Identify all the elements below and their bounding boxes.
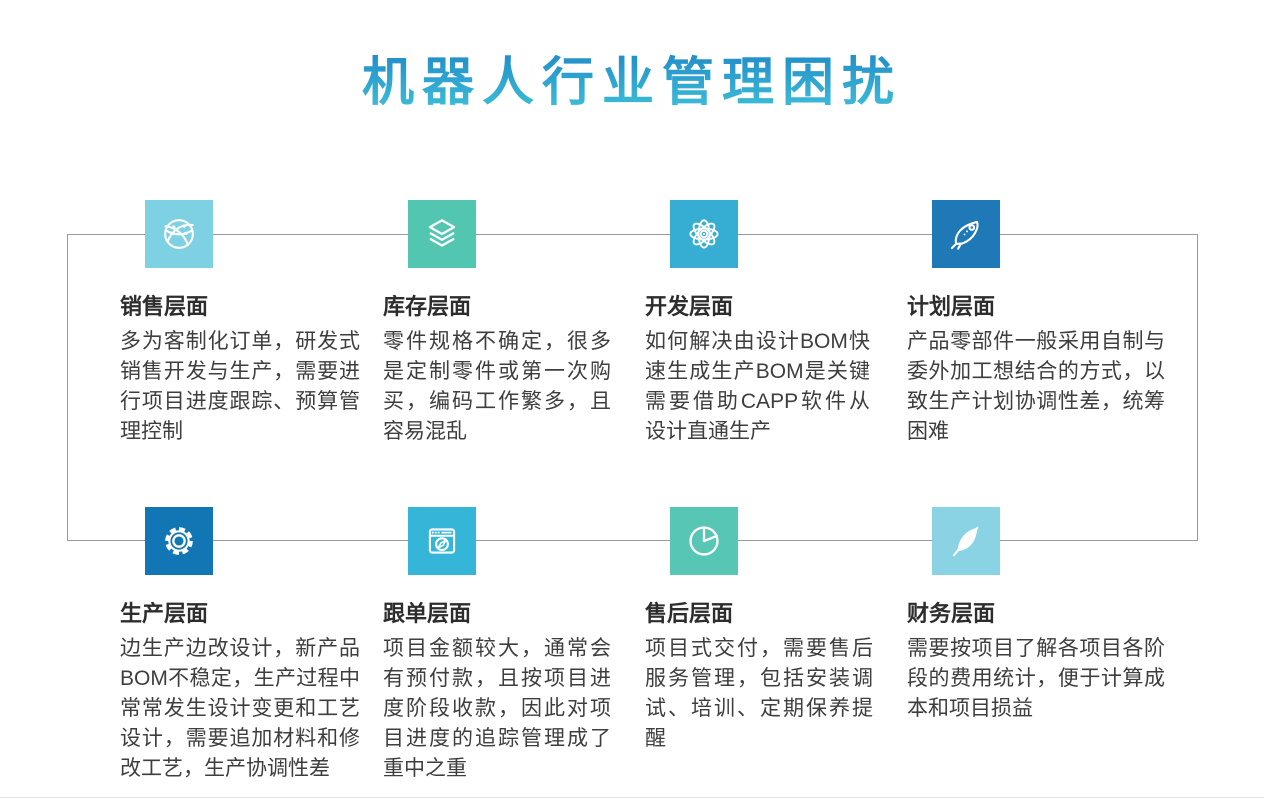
card-title: 生产层面 bbox=[120, 601, 209, 626]
rocket-icon bbox=[945, 213, 987, 255]
layers-icon bbox=[421, 213, 463, 255]
card-description: 项目金额较大，通常会有预付款，且按项目进度阶段收款，因此对项目进度的追踪管理成了… bbox=[383, 637, 611, 780]
problem-card-development: 开发层面 如何解决由设计BOM快速生成生产BOM是关键需要借助CAPP软件从设计… bbox=[645, 200, 908, 447]
icon-box bbox=[145, 507, 213, 575]
problem-card-order-tracking: 跟单层面 项目金额较大，通常会有预付款，且按项目进度阶段收款，因此对项目进度的追… bbox=[383, 507, 646, 784]
card-description: 多为客制化订单，研发式销售开发与生产，需要进行项目进度跟踪、预算管理控制 bbox=[120, 330, 360, 443]
bottom-divider bbox=[0, 797, 1264, 798]
card-description: 如何解决由设计BOM快速生成生产BOM是关键需要借助CAPP软件从设计直通生产 bbox=[645, 330, 870, 443]
icon-box bbox=[408, 507, 476, 575]
card-title: 销售层面 bbox=[120, 294, 209, 319]
card-title: 售后层面 bbox=[645, 601, 734, 626]
card-title: 开发层面 bbox=[645, 294, 734, 319]
card-title: 计划层面 bbox=[907, 294, 996, 319]
problem-card-production: 生产层面 边生产边改设计，新产品BOM不稳定，生产过程中常常发生设计变更和工艺设… bbox=[120, 507, 383, 784]
problem-card-inventory: 库存层面 零件规格不确定，很多是定制零件或第一次购买，编码工作繁多，且容易混乱 bbox=[383, 200, 646, 447]
icon-box bbox=[932, 507, 1000, 575]
card-title: 库存层面 bbox=[383, 294, 472, 319]
problem-card-finance: 财务层面 需要按项目了解各项目各阶段的费用统计，便于计算成本和项目损益 bbox=[907, 507, 1170, 724]
icon-box bbox=[670, 200, 738, 268]
globe-network-icon bbox=[158, 213, 200, 255]
card-title: 跟单层面 bbox=[383, 601, 472, 626]
problem-card-sales: 销售层面 多为客制化订单，研发式销售开发与生产，需要进行项目进度跟踪、预算管理控… bbox=[120, 200, 383, 447]
card-description: 产品零部件一般采用自制与委外加工想结合的方式，以致生产计划协调性差，统筹困难 bbox=[907, 330, 1165, 443]
feather-icon bbox=[945, 520, 987, 562]
icon-box bbox=[145, 200, 213, 268]
card-description: 项目式交付，需要售后服务管理，包括安装调试、培训、定期保养提醒 bbox=[645, 637, 873, 750]
icon-box bbox=[670, 507, 738, 575]
card-description: 边生产边改设计，新产品BOM不稳定，生产过程中常常发生设计变更和工艺设计，需要追… bbox=[120, 637, 360, 780]
page-title: 机器人行业管理困扰 bbox=[0, 40, 1264, 115]
card-title: 财务层面 bbox=[907, 601, 996, 626]
icon-box bbox=[408, 200, 476, 268]
problem-card-planning: 计划层面 产品零部件一般采用自制与委外加工想结合的方式，以致生产计划协调性差，统… bbox=[907, 200, 1170, 447]
card-description: 需要按项目了解各项目各阶段的费用统计，便于计算成本和项目损益 bbox=[907, 637, 1165, 720]
gear-icon bbox=[158, 520, 200, 562]
pie-chart-icon bbox=[683, 520, 725, 562]
connector-frame bbox=[67, 234, 1198, 541]
atom-icon bbox=[683, 213, 725, 255]
card-description: 零件规格不确定，很多是定制零件或第一次购买，编码工作繁多，且容易混乱 bbox=[383, 330, 611, 443]
browser-compass-icon bbox=[421, 520, 463, 562]
icon-box bbox=[932, 200, 1000, 268]
problem-card-after-sales: 售后层面 项目式交付，需要售后服务管理，包括安装调试、培训、定期保养提醒 bbox=[645, 507, 908, 754]
